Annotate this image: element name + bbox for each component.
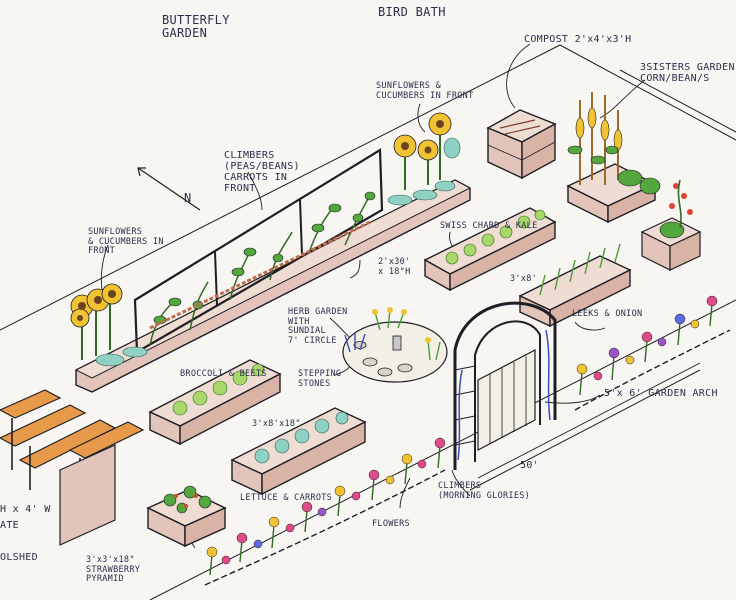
label-bed-3x8-18: 3'x8'x18" (252, 419, 301, 429)
strawberry-pyramid (146, 485, 227, 548)
label-sunflowers-left: SUNFLOWERS & CUCUMBERS IN FRONT (88, 227, 164, 256)
label-butterfly-garden: BUTTERFLY GARDEN (162, 13, 230, 40)
swiss-chard-bed (423, 207, 557, 292)
three-sisters-bed (566, 92, 661, 224)
label-swiss-chard: SWISS CHARD & KALE (440, 221, 538, 231)
label-compost: COMPOST 2'x4'x3'H (524, 34, 632, 45)
lettuce-carrots-bed (230, 407, 367, 496)
label-sunflowers-cucumbers-top: SUNFLOWERS & CUCUMBERS IN FRONT (376, 81, 474, 101)
label-tool-shed-gate: ATE (0, 520, 19, 531)
plot-boundary (0, 44, 736, 600)
label-flowers: FLOWERS (372, 519, 410, 529)
trellis-raised-bed (74, 148, 472, 393)
label-broccoli-beets: BROCCOLI & BEETS (180, 369, 267, 379)
sunflowers-top (393, 112, 461, 190)
label-leeks-onion: LEEKS & ONION (572, 309, 643, 319)
label-tool-shed-dimensions: H x 4' W (0, 504, 51, 515)
sunflowers-left (70, 283, 123, 360)
label-dimension-50: 50' (520, 460, 539, 471)
broccoli-beets-bed (148, 359, 282, 446)
leeks-onion-bed (518, 243, 632, 328)
label-bed-2x30: 2'x30' x 18"H (378, 257, 411, 277)
label-climbers-morning-glories: CLIMBERS (MORNING GLORIES) (438, 481, 531, 501)
label-strawberry-pyramid: 3'x3'x18" STRAWBERRY PYRAMID (86, 555, 141, 584)
label-herb-garden: HERB GARDEN WITH SUNDIAL 7' CIRCLE (288, 307, 348, 346)
flower-border (204, 295, 731, 586)
garden-arch (453, 301, 557, 470)
label-lettuce-carrots: LETTUCE & CARROTS (240, 493, 333, 503)
dimension-line-50 (477, 362, 701, 479)
compost-bin (486, 109, 557, 180)
label-tool-shed: OLSHED (0, 552, 38, 563)
north-label: N (184, 191, 192, 205)
right-small-bed (640, 179, 702, 271)
leader-lines (100, 43, 646, 549)
north-arrow (137, 167, 201, 211)
label-garden-arch: 5'x 6' GARDEN ARCH (604, 388, 718, 399)
label-bird-bath: BIRD BATH (378, 5, 446, 19)
label-bed-3x8-right: 3'x8' (510, 274, 538, 284)
label-climbers-peas: CLIMBERS (PEAS/BEANS) CARROTS IN FRONT (224, 150, 300, 194)
label-three-sisters: 3SISTERS GARDEN CORN/BEAN/S (640, 62, 735, 84)
label-stepping-stones: STEPPING STONES (298, 369, 342, 389)
tool-shed (0, 389, 145, 546)
herb-garden-circle (342, 307, 448, 383)
